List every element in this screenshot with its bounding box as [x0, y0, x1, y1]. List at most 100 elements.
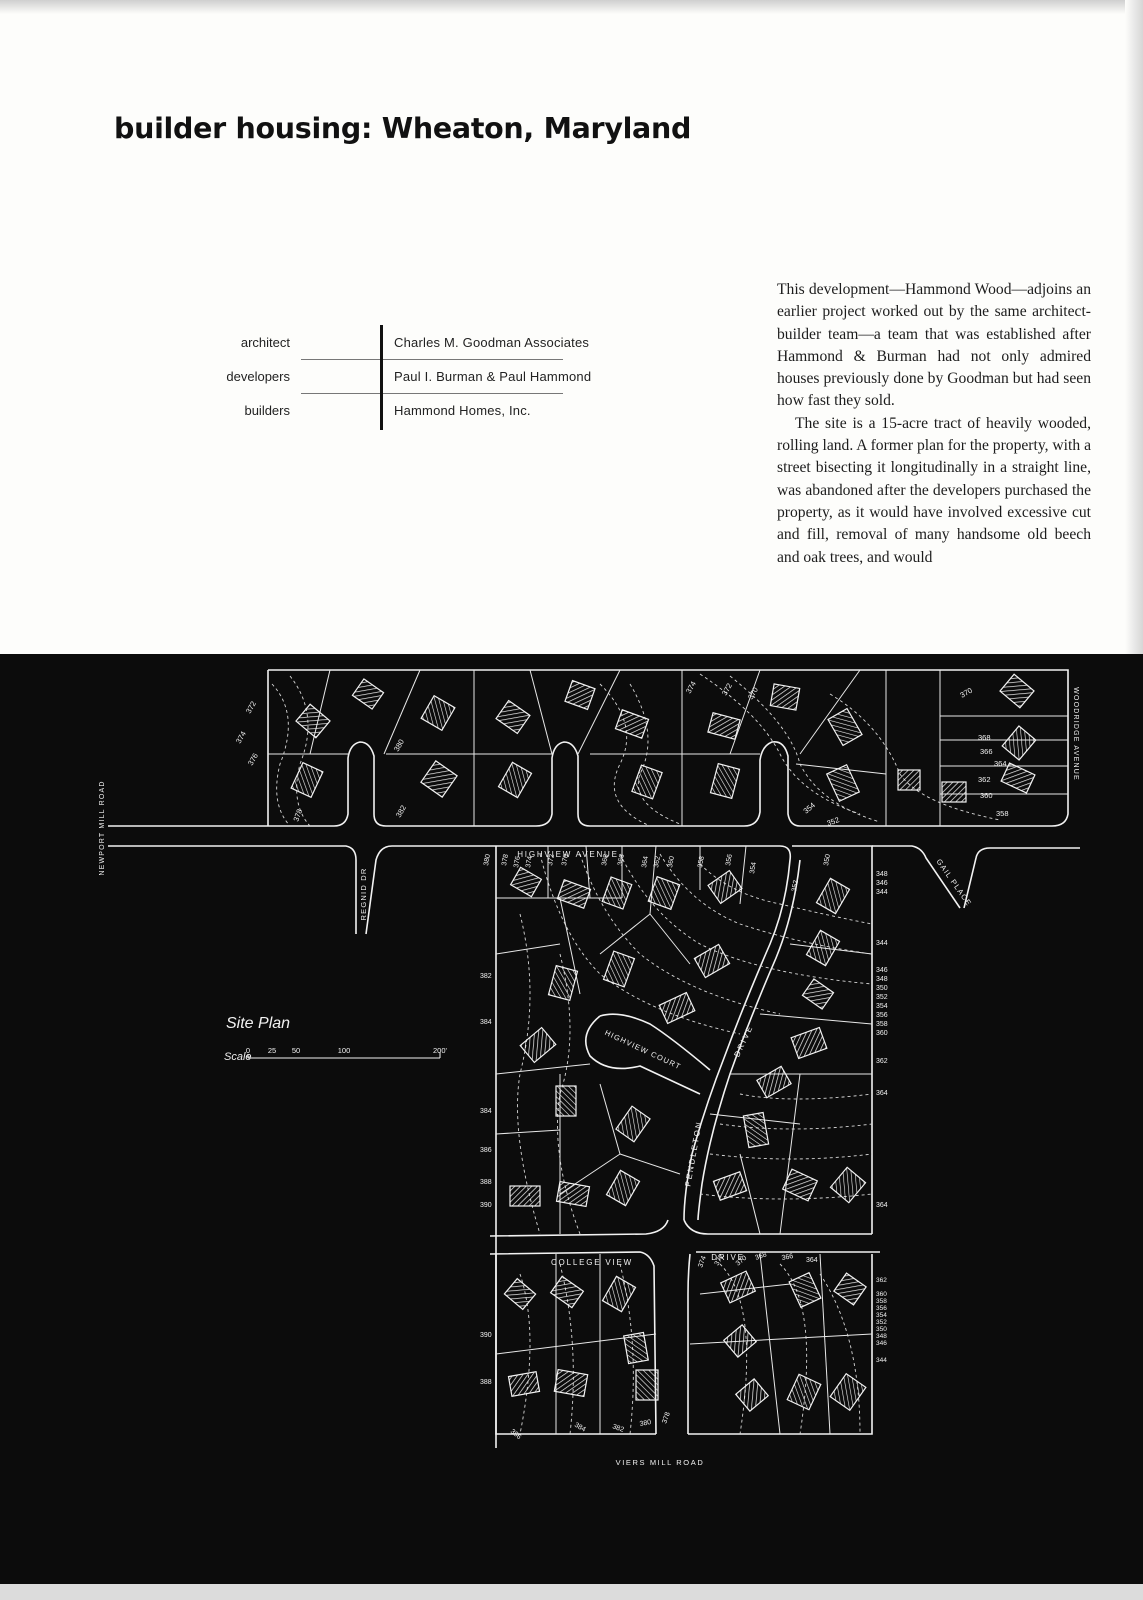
elevation-labels-right-upper: 3483463443443463483503523543563583603623…	[876, 871, 888, 1209]
site-plan-caption: Site Plan	[226, 1015, 290, 1032]
elevation-label: 368	[978, 733, 991, 742]
elevation-label: 362	[876, 1058, 888, 1065]
page-title: builder housing: Wheaton, Maryland	[114, 112, 692, 145]
elevation-label: 380	[639, 1419, 652, 1428]
elevation-label: 372	[244, 700, 258, 715]
elevation-label: 374	[234, 730, 248, 745]
elevation-label: 348	[876, 871, 888, 878]
elevation-label: 360	[876, 1030, 888, 1037]
elevation-label: 352	[791, 880, 800, 893]
elevation-label: 352	[826, 815, 841, 828]
elevation-label: 350	[876, 985, 888, 992]
credit-role: developers	[226, 369, 290, 384]
scale-label: Scale	[224, 1051, 252, 1063]
scale-tick: 200'	[433, 1046, 448, 1055]
page-right-edge	[1125, 0, 1143, 660]
elevation-label: 368	[754, 1251, 767, 1262]
elevation-label: 348	[876, 1333, 887, 1340]
elevation-label: 344	[876, 1357, 887, 1364]
elevation-label: 344	[876, 889, 888, 896]
elevation-label: 354	[802, 801, 817, 816]
elevation-label: 366	[781, 1253, 794, 1262]
elevation-label: 370	[561, 854, 570, 867]
elevation-label: 372	[547, 854, 556, 867]
elevation-label: 344	[876, 940, 888, 947]
page-bottom-edge	[0, 1584, 1143, 1600]
elevation-label: 390	[480, 1332, 492, 1339]
elevation-label: 358	[697, 856, 706, 869]
elevation-label: 378	[291, 808, 304, 823]
elevation-label: 380	[483, 854, 492, 867]
elevation-label: 388	[480, 1379, 492, 1386]
elevation-label: 360	[980, 791, 993, 800]
elevation-label: 368	[601, 854, 610, 867]
elevation-label: 356	[725, 854, 734, 867]
article-paragraph: The site is a 15-acre tract of heavily w…	[777, 414, 1091, 566]
credit-role: architect	[240, 335, 290, 350]
elevation-label: 386	[509, 1428, 523, 1441]
elevation-label: 374	[525, 856, 534, 869]
elevation-label: 378	[501, 854, 510, 867]
street-label-viers-mill-road: VIERS MILL ROAD	[616, 1458, 705, 1467]
elevation-label: 358	[996, 809, 1009, 818]
elevation-label: 348	[876, 976, 888, 983]
elevation-label: 366	[617, 854, 626, 867]
elevation-label: 382	[480, 973, 492, 980]
scale-tick: 25	[268, 1046, 276, 1055]
elevation-label: 386	[480, 1147, 492, 1154]
elevation-label: 388	[480, 1179, 492, 1186]
credit-role: builders	[244, 403, 290, 418]
scale-tick: 50	[292, 1046, 300, 1055]
elevation-label: 378	[661, 1411, 672, 1424]
house-footprints	[290, 673, 1037, 1412]
elevation-label: 352	[876, 994, 888, 1001]
lot-lines	[268, 669, 1068, 1435]
elevation-label: 346	[876, 967, 888, 974]
street-outlines	[108, 669, 1080, 1448]
street-label-woodridge-avenue: WOODRIDGE AVENUE	[1072, 687, 1079, 781]
elevation-label: 360	[876, 1291, 887, 1298]
article-paragraph: This development—Hammond Wood—adjoins an…	[777, 281, 1091, 410]
credit-name: Paul I. Burman & Paul Hammond	[394, 369, 592, 384]
elevation-label: 352	[876, 1319, 887, 1326]
elevation-label: 366	[980, 747, 993, 756]
elevation-label: 364	[994, 759, 1007, 768]
street-label-pendleton: PENDLETON	[683, 1120, 703, 1187]
article-body: This development—Hammond Wood—adjoins an…	[777, 279, 1091, 569]
street-label-newport-mill-road: NEWPORT MILL ROAD	[99, 780, 106, 875]
elevation-label: 350	[876, 1326, 887, 1333]
elevation-label: 356	[876, 1012, 888, 1019]
street-label-highview-avenue: HIGHVIEW AVENUE	[517, 850, 619, 859]
elevation-label: 346	[876, 1340, 887, 1347]
elevation-label: 358	[876, 1021, 888, 1028]
elevation-labels-left: 382 384 384 386 388 390 390 388	[480, 973, 492, 1386]
elevation-label: 362	[978, 775, 991, 784]
elevation-label: 360	[667, 856, 676, 869]
elevation-label: 390	[480, 1202, 492, 1209]
site-plan-figure: HIGHVIEW AVENUE NEWPORT MILL ROAD REGNID…	[0, 654, 1143, 1600]
street-label-highview-court: HIGHVIEW COURT	[603, 1028, 682, 1071]
elevation-label: 382	[394, 804, 408, 819]
elevation-label: 354	[749, 862, 758, 875]
elevation-label: 356	[876, 1305, 887, 1312]
credits-divider	[380, 325, 383, 430]
elevation-label: 364	[876, 1090, 888, 1097]
elevation-label: 374	[697, 1255, 708, 1268]
elevation-label: 370	[959, 686, 974, 700]
elevation-label: 384	[480, 1108, 492, 1115]
elevation-label: 350	[823, 854, 832, 867]
elevation-label: 372	[714, 1253, 726, 1267]
street-label-regnid-dr: REGNID DR	[359, 868, 368, 921]
elevation-label: 380	[392, 738, 406, 753]
elevation-label: 354	[876, 1312, 887, 1319]
elevation-label: 374	[684, 680, 698, 695]
elevation-label: 364	[876, 1202, 888, 1209]
elevation-label: 376	[513, 856, 522, 869]
elevation-label: 376	[246, 752, 260, 767]
elevation-label: 382	[611, 1423, 624, 1434]
elevation-label: 384	[573, 1422, 587, 1434]
street-label-college-view-drive: DRIVE	[711, 1253, 744, 1262]
elevation-label: 384	[480, 1019, 492, 1026]
